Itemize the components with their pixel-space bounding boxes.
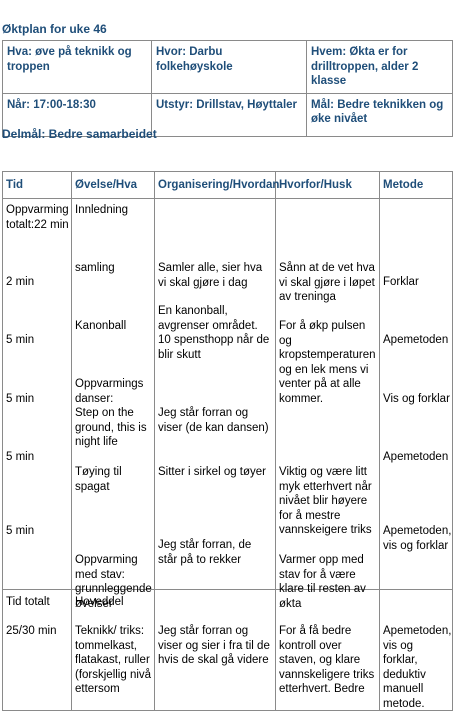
warmup-ovelse-item: Step on the ground, this is night life: [75, 407, 147, 448]
warmup-org-item: Jeg står forran og viser (de kan dansen): [158, 407, 269, 434]
warmup-hvorfor-item: Viktig og være litt myk etterhvert når n…: [279, 466, 372, 536]
main-hvorfor-cell: For å få bedre kontroll over staven, og …: [275, 589, 380, 711]
main-ovelse-title: Hoveddel: [75, 596, 124, 608]
warmup-metode-item: Forklar: [383, 276, 419, 288]
warmup-org-item: Sitter i sirkel og tøyer: [158, 466, 266, 478]
warmup-tid-item: 5 min: [6, 393, 35, 405]
header-ovelse: Øvelse/Hva: [71, 171, 155, 199]
info-utstyr: Utstyr: Drillstav, Høyttaler: [151, 92, 307, 137]
warmup-metode-item: Apemetoden: [383, 451, 449, 463]
warmup-tid-item: 2 min: [6, 276, 35, 288]
warmup-metode-item: Apemetoden, vis og forklar: [383, 525, 452, 552]
header-hvorfor: Hvorfor/Husk: [275, 171, 380, 199]
main-tid-cell: Tid totalt 25/30 min: [2, 589, 72, 711]
main-row: Tid totalt 25/30 min Hoveddel Teknikk/ t…: [2, 589, 453, 711]
main-organisering-cell: Jeg står forran og viser og sier i fra t…: [154, 589, 276, 711]
header-tid: Tid: [2, 171, 72, 199]
warmup-tid-item: 5 min: [6, 451, 35, 463]
info-hva: Hva: øve på teknikk og troppen: [2, 40, 152, 94]
warmup-metode-cell: Forklar Apemetoden Vis og forklar Apemet…: [379, 198, 453, 590]
warmup-tid-total: Oppvarming totalt:22 min: [6, 204, 69, 231]
warmup-tid-item: 5 min: [6, 525, 35, 537]
info-hvem: Hvem: Økta er for drilltroppen, alder 2 …: [306, 40, 453, 94]
main-ovelse-cell: Hoveddel Teknikk/ triks: tommelkast, fla…: [71, 589, 155, 711]
plan-header-row: Tid Øvelse/Hva Organisering/Hvordan Hvor…: [2, 171, 453, 199]
warmup-metode-item: Apemetoden: [383, 334, 449, 346]
warmup-ovelse-item: Tøying til spagat: [75, 466, 122, 493]
main-tid-item: 25/30 min: [6, 625, 57, 637]
warmup-row: Oppvarming totalt:22 min 2 min 5 min 5 m…: [2, 198, 453, 610]
main-ovelse-item: Teknikk/ triks: tommelkast, flatakast, r…: [75, 625, 152, 695]
header-organisering: Organisering/Hvordan: [154, 171, 279, 199]
info-mal: Mål: Bedre teknikken og øke nivået: [306, 92, 453, 137]
warmup-hvorfor-cell: Sånn at de vet hva vi skal gjøre i løpet…: [275, 198, 380, 610]
warmup-org-item: En kanonball, avgrenser området. 10 spen…: [158, 305, 270, 361]
warmup-ovelse-item: Kanonball: [75, 320, 127, 332]
warmup-ovelse-item: Oppvarmings danser:: [75, 378, 144, 405]
warmup-organisering-cell: Samler alle, sier hva vi skal gjøre i da…: [154, 198, 276, 590]
plan-table: Tid Øvelse/Hva Organisering/Hvordan Hvor…: [2, 171, 453, 711]
info-hvor: Hvor: Darbu folkehøyskole: [151, 40, 307, 94]
warmup-tid-cell: Oppvarming totalt:22 min 2 min 5 min 5 m…: [2, 198, 72, 590]
info-table: Hva: øve på teknikk og troppen Hvor: Dar…: [2, 40, 453, 137]
warmup-metode-item: Vis og forklar: [383, 393, 450, 405]
warmup-org-item: Jeg står forran, de står på to rekker: [158, 539, 252, 566]
info-nar: Når: 17:00-18:30: [2, 92, 152, 137]
main-metode-cell: Apemetoden, vis og forklar, deduktiv man…: [379, 589, 453, 711]
main-hvorfor-item: For å få bedre kontroll over staven, og …: [279, 625, 375, 695]
main-org-item: Jeg står forran og viser og sier i fra t…: [158, 625, 270, 666]
delmal-text: Delmål: Bedre samarbeidet: [2, 127, 157, 141]
main-metode-item: Apemetoden, vis og forklar, deduktiv man…: [383, 625, 452, 710]
warmup-hvorfor-item: For å økp pulsen og kropstemperaturen og…: [279, 320, 376, 405]
warmup-ovelse-item: samling: [75, 262, 115, 274]
page-title: Øktplan for uke 46: [2, 22, 107, 36]
main-tid-total: Tid totalt: [6, 596, 50, 608]
warmup-ovelse-cell: Innledning samling Kanonball Oppvarmings…: [71, 198, 155, 610]
warmup-ovelse-item: Innledning: [75, 204, 129, 216]
warmup-hvorfor-item: Sånn at de vet hva vi skal gjøre i løpet…: [279, 262, 375, 303]
warmup-tid-item: 5 min: [6, 334, 35, 346]
warmup-org-item: Samler alle, sier hva vi skal gjøre i da…: [158, 262, 263, 289]
header-metode: Metode: [379, 171, 453, 199]
